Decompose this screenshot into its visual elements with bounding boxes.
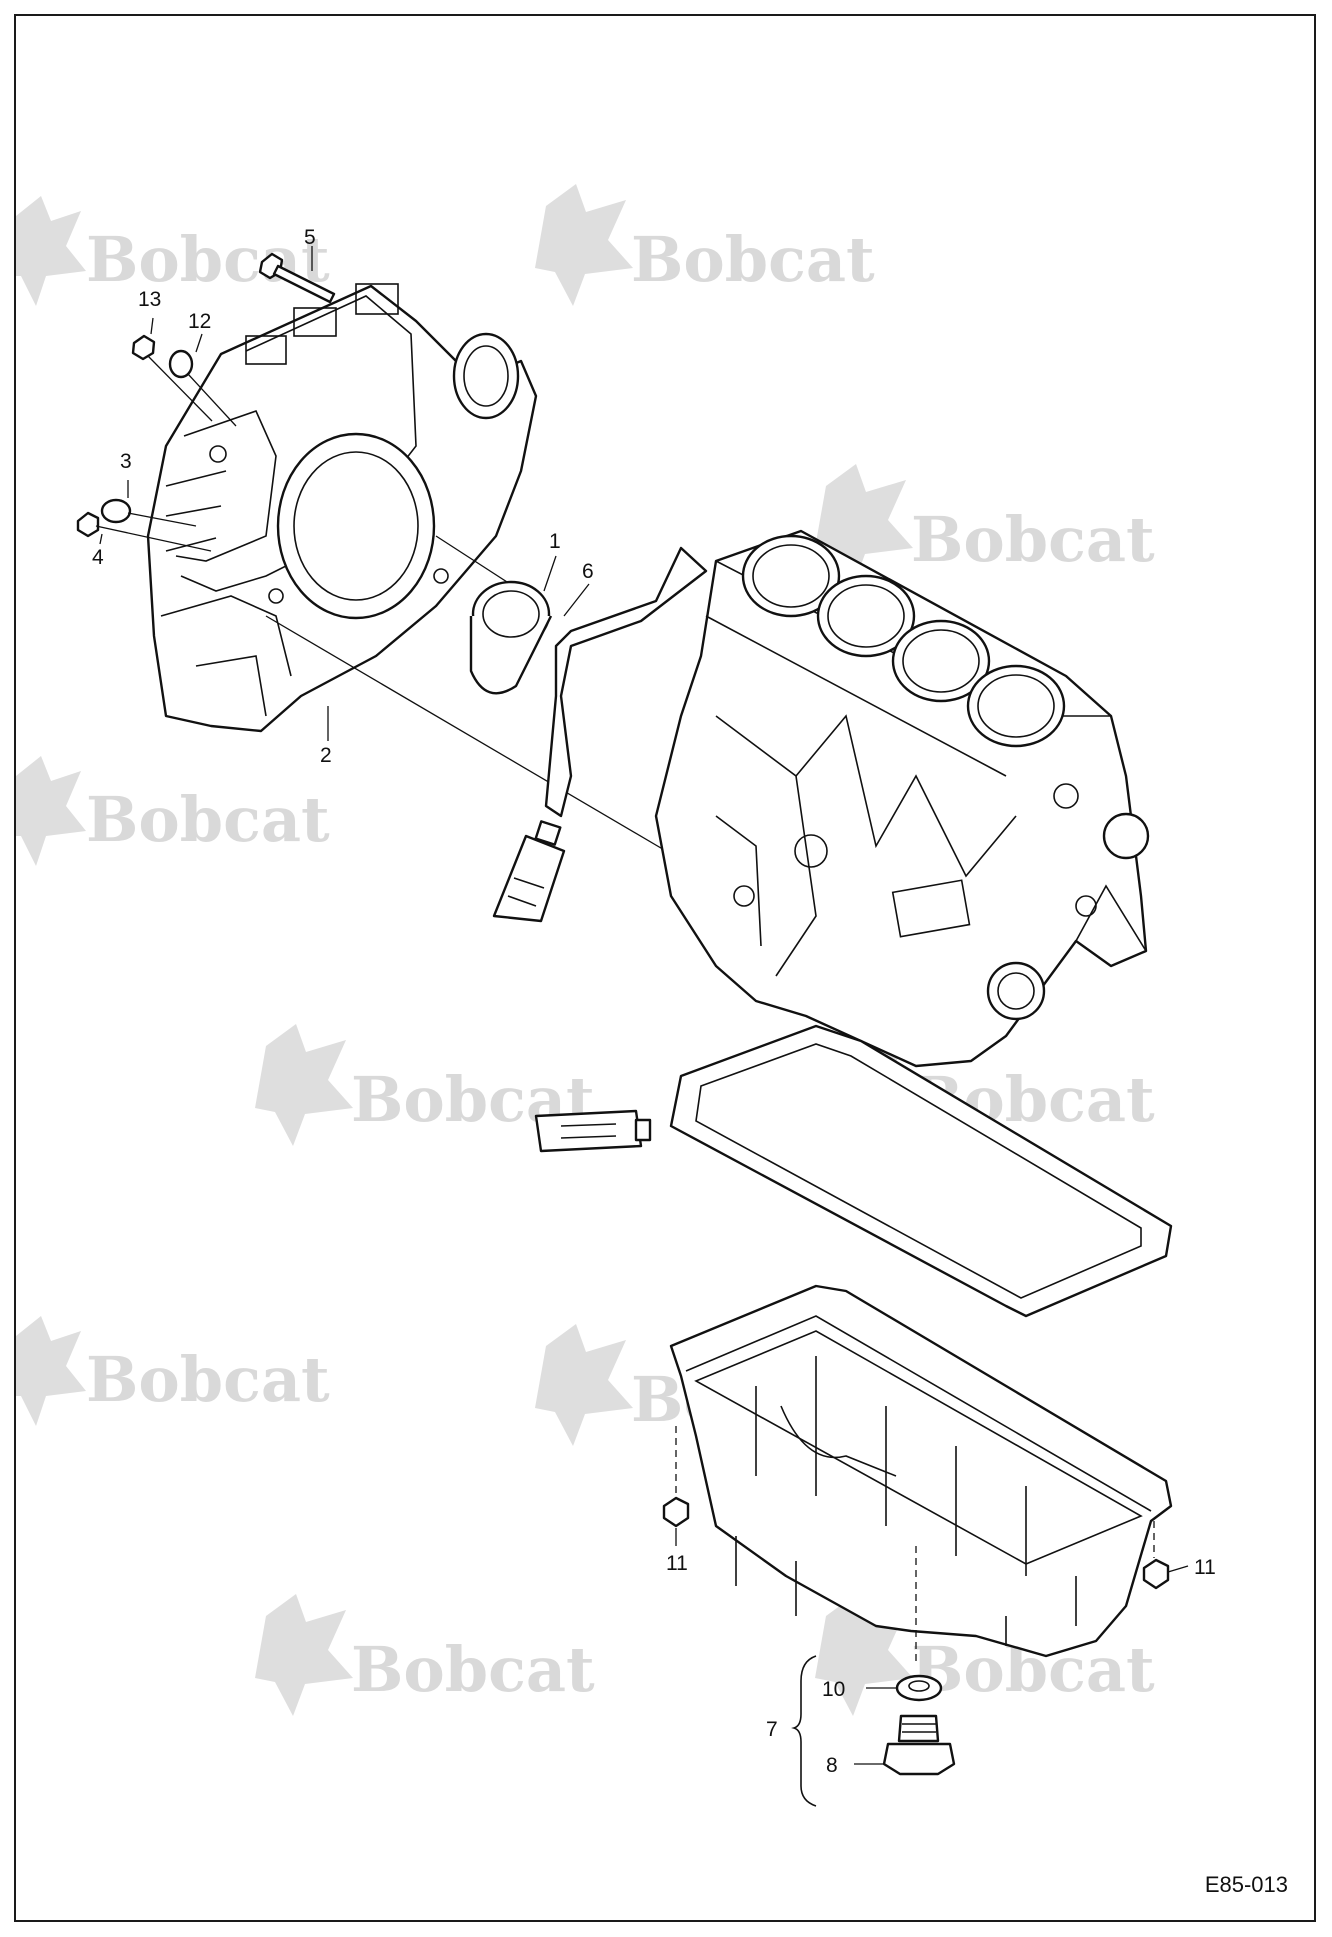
pan-bolt-part-11-left (662, 1426, 690, 1528)
watermark-text: Bobcat (86, 1343, 330, 1416)
callout-3: 3 (120, 450, 132, 473)
diagram-frame: Bobcat Bobcat Bobcat Bobcat Bobcat Bobca… (14, 14, 1316, 1922)
cylinder-bore-4 (966, 664, 1066, 748)
callout-7: 7 (766, 1718, 778, 1741)
callout-11-right: 11 (1194, 1556, 1216, 1579)
bolt-part-13 (131, 334, 213, 422)
callout-10: 10 (822, 1678, 845, 1701)
pan-bolt-part-11-right (1142, 1521, 1170, 1590)
plug-part-3 (100, 498, 132, 524)
bobcat-logo-icon (255, 1594, 353, 1716)
document-id: E85-013 (1204, 1872, 1288, 1897)
watermark-text: Bobcat (911, 503, 1155, 576)
bobcat-logo-icon (16, 756, 86, 866)
callout-5: 5 (304, 226, 316, 249)
bolt-part-4 (76, 511, 100, 538)
watermark-text: Bobcat (86, 223, 330, 296)
watermark-7: Bobcat (16, 1316, 330, 1426)
sealant-tube-lower (534, 1109, 652, 1153)
callout-1: 1 (549, 530, 561, 553)
watermark-9: Bobcat (255, 1594, 595, 1716)
bobcat-logo-icon (16, 196, 86, 306)
bobcat-logo-icon (535, 184, 633, 306)
sleeve-part-6 (469, 580, 553, 695)
watermark-text: Bobcat (631, 223, 875, 296)
watermark-text: Bobcat (351, 1633, 595, 1706)
callout-6: 6 (582, 560, 594, 583)
exploded-parts-diagram: Bobcat Bobcat Bobcat Bobcat Bobcat Bobca… (16, 184, 1216, 1807)
callout-leaders (99, 246, 1189, 1765)
oil-pan (669, 1284, 1173, 1658)
watermark-1: Bobcat (16, 196, 330, 306)
housing-to-block-axis (265, 615, 667, 852)
watermark-text: Bobcat (86, 783, 330, 856)
cylinder-bore-1 (741, 534, 841, 618)
flywheel-housing (146, 283, 538, 733)
oil-pan-gasket (669, 1024, 1173, 1318)
cylinder-bore-3 (891, 619, 991, 703)
bobcat-logo-icon (255, 1024, 353, 1146)
sealant-tube-upper (492, 820, 566, 923)
callout-2: 2 (320, 744, 332, 767)
bolt-part-5 (258, 252, 336, 304)
cylinder-block (654, 529, 1150, 1068)
callout-12: 12 (188, 310, 211, 333)
housing-gasket (544, 546, 708, 818)
bolt-4-axis (95, 525, 212, 552)
drain-plug-part-8 (882, 1714, 956, 1776)
callout-11-left: 11 (666, 1552, 688, 1575)
bobcat-logo-icon (535, 1324, 633, 1446)
cylinder-bore-2 (816, 574, 916, 658)
bushing-part-12 (168, 349, 237, 427)
plug-3-axis (127, 512, 197, 527)
bobcat-logo-icon (16, 1316, 86, 1426)
watermark-4: Bobcat (16, 756, 330, 866)
housing-seal-bore (276, 432, 436, 620)
callout-4: 4 (92, 546, 104, 569)
assembly-bracket-7 (791, 1655, 817, 1807)
callout-labels: 5 13 12 3 4 1 6 2 11 11 10 7 8 (92, 226, 1216, 1777)
washer-part-10 (895, 1674, 943, 1702)
callout-13: 13 (138, 288, 161, 311)
watermark-2: Bobcat (535, 184, 875, 306)
callout-8: 8 (826, 1754, 838, 1777)
